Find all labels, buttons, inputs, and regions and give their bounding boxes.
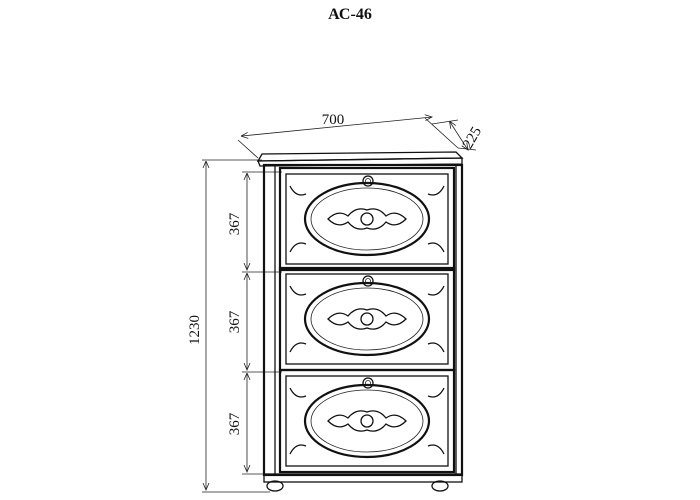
width-dimension: 700 xyxy=(237,112,459,159)
section-3-label: 367 xyxy=(227,412,243,435)
section-1-label: 367 xyxy=(227,212,243,235)
cabinet-body xyxy=(256,151,464,492)
model-title: АС-46 xyxy=(328,6,372,23)
section-2-label: 367 xyxy=(227,310,243,333)
height-label: 1230 xyxy=(187,315,203,345)
width-label: 700 xyxy=(322,112,345,128)
drawer-1 xyxy=(278,166,456,272)
drawer-2 xyxy=(278,266,456,372)
height-dimension: 1230 xyxy=(187,159,270,493)
drawer-fronts xyxy=(278,166,456,474)
depth-label: 225 xyxy=(460,124,485,151)
drawer-3 xyxy=(278,368,456,474)
section-dimensions: 367 367 367 xyxy=(227,171,282,475)
depth-dimension: 225 xyxy=(431,119,485,152)
